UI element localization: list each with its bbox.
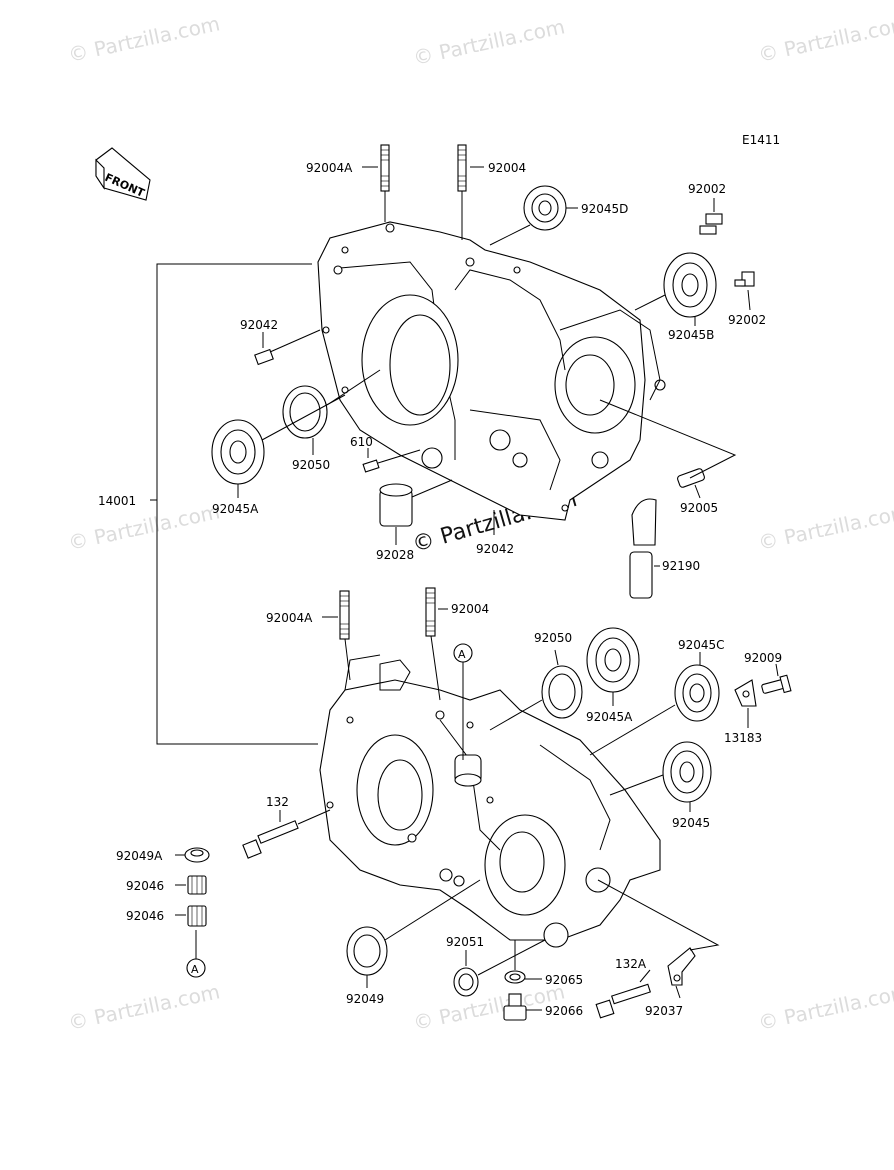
clamp-92037 xyxy=(667,947,696,986)
part-label-92002-a: 92002 xyxy=(688,182,726,196)
oil-seal-92050-top xyxy=(282,385,328,439)
oil-seal-92051 xyxy=(453,967,479,997)
watermark: © Partzilla.com xyxy=(66,979,222,1035)
part-label-92051: 92051 xyxy=(446,935,484,949)
part-label-132: 132 xyxy=(266,795,289,809)
callout-a-lower: A xyxy=(186,930,206,978)
upper-crankcase-half xyxy=(317,221,666,521)
part-label-92037: 92037 xyxy=(645,1004,683,1018)
part-label-14001: 14001 xyxy=(98,494,136,508)
bearing-92045D xyxy=(523,185,567,231)
part-label-92049: 92049 xyxy=(346,992,384,1006)
watermark: © Partzilla.com xyxy=(756,499,894,555)
front-arrow-icon: FRONT xyxy=(95,147,151,201)
bearing-92045 xyxy=(662,741,712,803)
part-label-92050-bottom: 92050 xyxy=(534,631,572,645)
part-label-92004A-bottom: 92004A xyxy=(266,611,313,625)
oil-seal-92050-bottom xyxy=(541,665,583,719)
stud-92004A-top xyxy=(380,144,390,222)
screw-92002-a xyxy=(699,213,723,235)
part-label-92065: 92065 xyxy=(545,973,583,987)
pin-610 xyxy=(362,459,380,473)
part-label-92049A: 92049A xyxy=(116,849,163,863)
stud-92004-top xyxy=(457,144,467,240)
stud-92004A-bottom xyxy=(339,590,351,681)
bushing-92028 xyxy=(379,483,413,527)
svg-text:A: A xyxy=(191,963,199,976)
part-label-92066: 92066 xyxy=(545,1004,583,1018)
part-label-610: 610 xyxy=(350,435,373,449)
part-label-92045B: 92045B xyxy=(668,328,714,342)
part-label-92005: 92005 xyxy=(680,501,718,515)
washer-92065 xyxy=(504,970,526,984)
part-label-92042-top: 92042 xyxy=(240,318,278,332)
part-label-92045C: 92045C xyxy=(678,638,725,652)
dowel-92042-top xyxy=(254,348,274,366)
watermark: © Partzilla.com xyxy=(411,14,567,70)
bolt-132A xyxy=(595,983,651,1019)
part-label-92002-b: 92002 xyxy=(728,313,766,327)
hose-92190 xyxy=(629,498,657,599)
part-label-92045: 92045 xyxy=(672,816,710,830)
part-label-92009: 92009 xyxy=(744,651,782,665)
oil-seal-92049 xyxy=(346,926,388,976)
watermark: © Partzilla.com xyxy=(411,979,567,1035)
part-label-132A: 132A xyxy=(615,957,647,971)
diagram-code: E1411 xyxy=(742,133,780,147)
part-label-92045A-bottom: 92045A xyxy=(586,710,633,724)
part-label-92045A-top: 92045A xyxy=(212,502,259,516)
collar-92049A xyxy=(184,847,210,863)
bearing-92045A-top xyxy=(211,419,265,485)
watermark: © Partzilla.com xyxy=(66,499,222,555)
bearing-92045C xyxy=(674,664,720,722)
part-label-92046-a: 92046 xyxy=(126,879,164,893)
bearing-92045A-bottom xyxy=(586,627,640,693)
watermark: © Partzilla.com xyxy=(66,11,222,67)
part-label-92004-bottom: 92004 xyxy=(451,602,489,616)
assembly-bracket xyxy=(156,263,318,745)
plate-13183 xyxy=(734,679,757,707)
part-label-92004: 92004 xyxy=(488,161,526,175)
bearing-92045B xyxy=(663,252,717,318)
screw-92009 xyxy=(761,674,792,694)
part-label-13183: 13183 xyxy=(724,731,762,745)
watermark: © Partzilla.com xyxy=(756,979,894,1035)
part-label-92042-mid: 92042 xyxy=(476,542,514,556)
part-label-92045D: 92045D xyxy=(581,202,628,216)
watermark: © Partzilla.com xyxy=(756,11,894,67)
stud-92004-bottom xyxy=(425,587,441,701)
part-label-92004A: 92004A xyxy=(306,161,353,175)
lower-crankcase-half xyxy=(319,654,661,948)
needle-bearing-92046-b xyxy=(187,905,207,927)
part-label-92190: 92190 xyxy=(662,559,700,573)
part-label-92046-b: 92046 xyxy=(126,909,164,923)
bolt-132 xyxy=(242,820,299,859)
drain-bolt-92066 xyxy=(503,993,527,1021)
svg-text:A: A xyxy=(458,648,466,661)
needle-bearing-92046-a xyxy=(187,875,207,895)
part-label-92028: 92028 xyxy=(376,548,414,562)
part-label-92050-top: 92050 xyxy=(292,458,330,472)
callout-a-upper: A xyxy=(453,643,473,760)
screw-92002-b xyxy=(734,271,755,287)
